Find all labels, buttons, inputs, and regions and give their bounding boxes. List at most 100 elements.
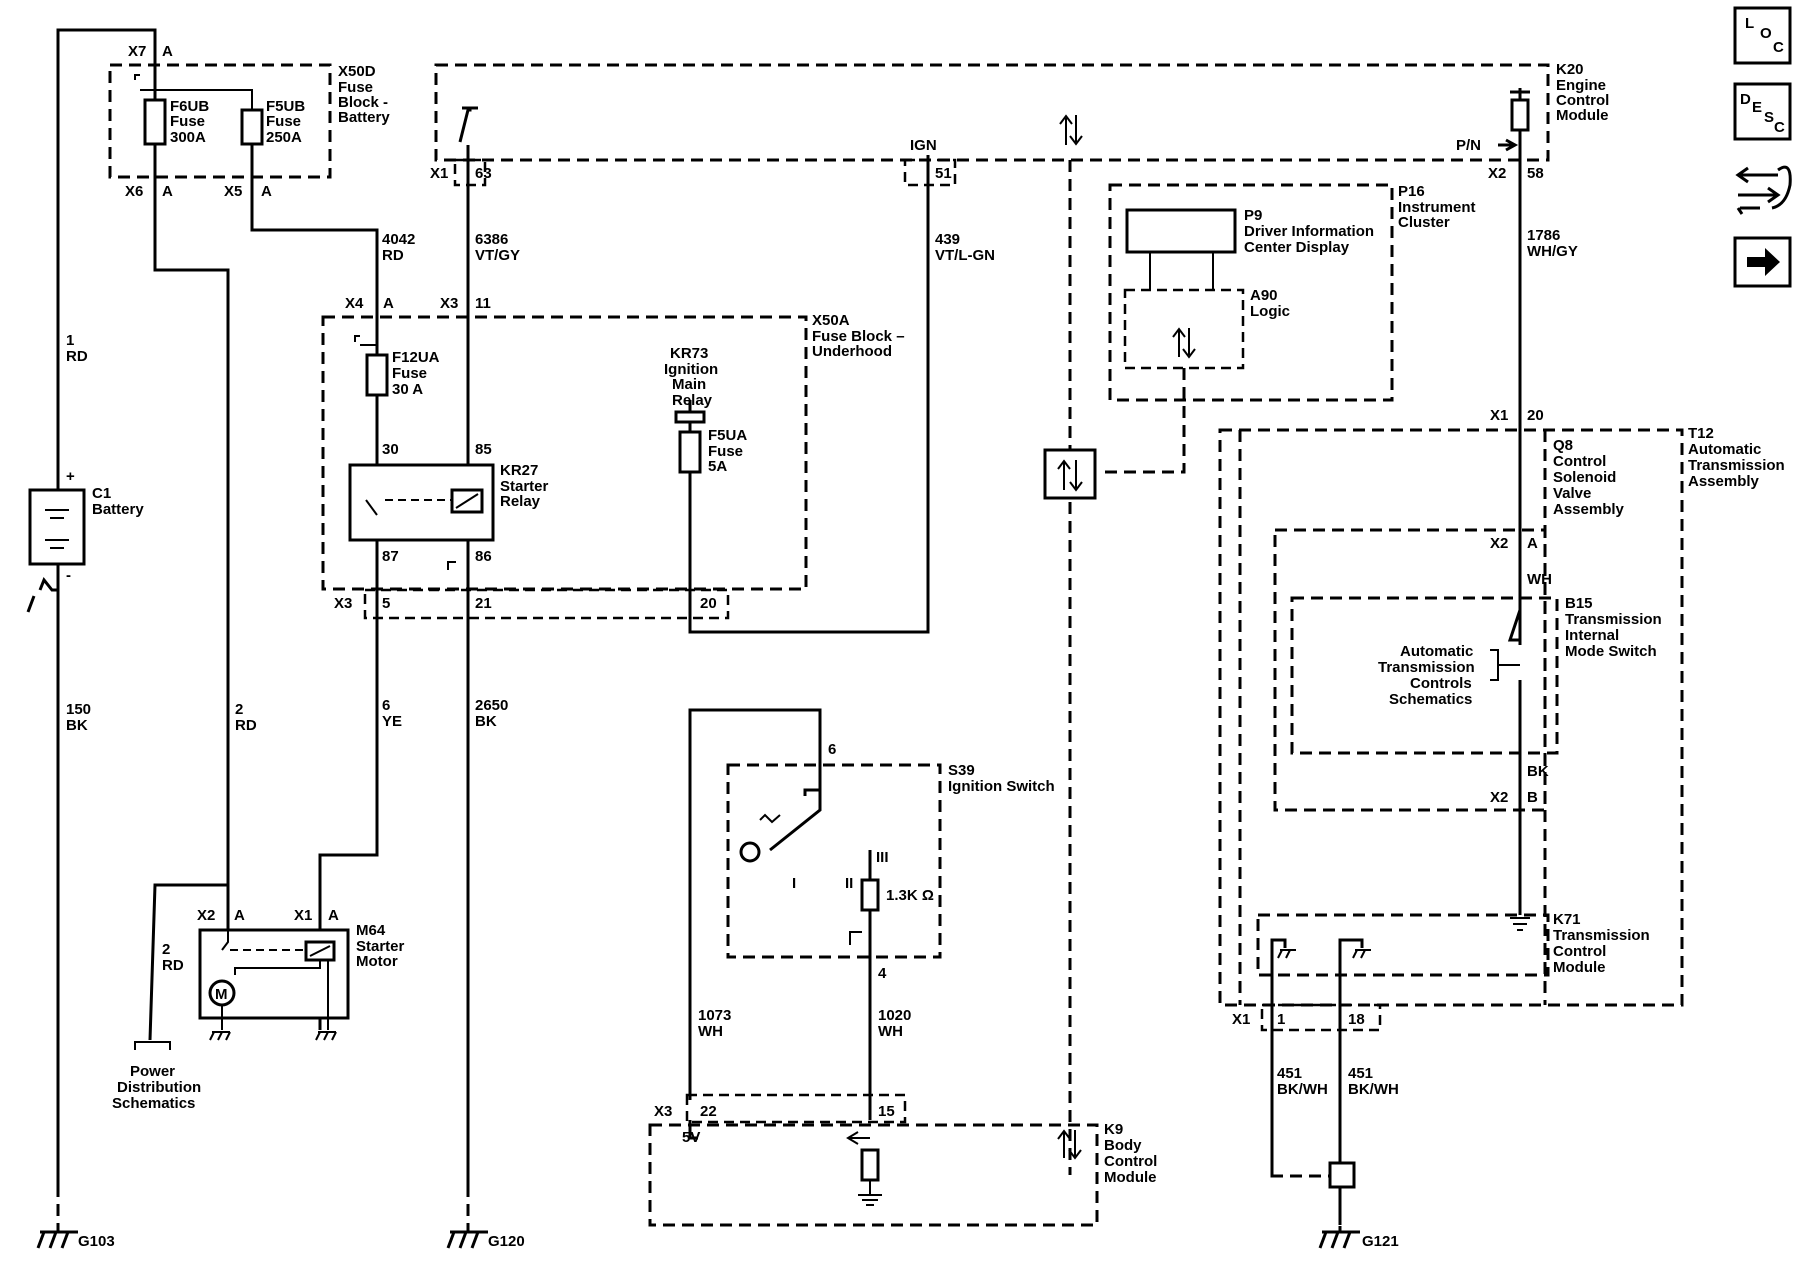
svg-text:O: O [1760, 25, 1772, 42]
svg-text:Automatic: Automatic [1400, 643, 1473, 660]
svg-text:K20: K20 [1556, 61, 1584, 78]
svg-text:4: 4 [878, 965, 887, 982]
svg-text:1020: 1020 [878, 1007, 911, 1024]
location-icon[interactable]: L O C [1733, 6, 1792, 65]
svg-text:Driver Information: Driver Information [1244, 223, 1374, 240]
serial-data-module-icon [1043, 448, 1097, 500]
svg-text:C: C [1773, 39, 1784, 56]
svg-text:C1: C1 [92, 485, 111, 502]
next-icon[interactable] [1733, 236, 1792, 288]
svg-text:VT/L-GN: VT/L-GN [935, 247, 995, 264]
svg-text:51: 51 [935, 165, 952, 182]
svg-text:1.3K Ω: 1.3K Ω [886, 887, 934, 904]
svg-text:2: 2 [235, 701, 243, 718]
ground-link-k71 [1270, 1174, 1330, 1178]
svg-text:A: A [162, 43, 173, 60]
svg-text:II: II [845, 875, 853, 892]
svg-text:X50A: X50A [812, 312, 850, 329]
b15-transmission-internal-mode-switch [1290, 596, 1559, 755]
svg-text:Transmission: Transmission [1553, 927, 1650, 944]
svg-text:87: 87 [382, 548, 399, 565]
fuse-bus [134, 74, 253, 110]
relay-kr27 [348, 463, 495, 542]
svg-text:WH: WH [698, 1023, 723, 1040]
svg-text:Engine: Engine [1556, 77, 1606, 94]
svg-text:Body: Body [1104, 1137, 1142, 1154]
svg-text:58: 58 [1527, 165, 1544, 182]
bidirectional-arrow-icon [1057, 114, 1196, 1160]
svg-text:WH: WH [878, 1023, 903, 1040]
svg-text:X2: X2 [1488, 165, 1506, 182]
p9-driver-info-display [1125, 208, 1237, 254]
svg-text:F12UA: F12UA [392, 349, 440, 366]
x50d-fuse-block-battery [108, 63, 332, 179]
svg-text:P16: P16 [1398, 183, 1425, 200]
svg-text:X1: X1 [1232, 1011, 1250, 1028]
svg-text:Control: Control [1104, 1153, 1157, 1170]
svg-text:30 A: 30 A [392, 381, 423, 398]
svg-text:K71: K71 [1553, 911, 1581, 928]
p16-instrument-cluster [1108, 183, 1394, 402]
pn-input-arrow [1498, 138, 1519, 152]
svg-text:Assembly: Assembly [1688, 473, 1760, 490]
svg-text:YE: YE [382, 713, 402, 730]
svg-text:1073: 1073 [698, 1007, 731, 1024]
svg-text:X2: X2 [1490, 789, 1508, 806]
svg-text:Block -: Block - [338, 94, 388, 111]
transmission-controls-ref-bracket [1490, 649, 1520, 681]
svg-text:T12: T12 [1688, 425, 1714, 442]
ignition-switch-key [739, 841, 761, 863]
svg-text:Transmission: Transmission [1378, 659, 1475, 676]
svg-text:KR27: KR27 [500, 462, 538, 479]
svg-text:Main: Main [672, 376, 706, 393]
svg-text:Schematics: Schematics [112, 1095, 195, 1112]
svg-text:Module: Module [1553, 959, 1606, 976]
svg-text:Module: Module [1556, 107, 1609, 124]
repair-icon[interactable] [1735, 165, 1792, 215]
svg-text:Assembly: Assembly [1553, 501, 1625, 518]
description-icon[interactable]: D E S C [1733, 82, 1792, 141]
k71-transmission-control-module [1256, 913, 1550, 977]
splice-pack-g121 [1328, 1161, 1356, 1189]
bcm-pulldown-resistor [860, 1148, 880, 1182]
svg-text:Instrument: Instrument [1398, 199, 1476, 216]
svg-text:Q8: Q8 [1553, 437, 1573, 454]
k20-engine-control-module [434, 63, 1550, 162]
svg-text:WH: WH [1527, 571, 1552, 588]
svg-text:Starter: Starter [500, 478, 549, 495]
s39-ignition-switch [726, 763, 942, 959]
svg-text:451: 451 [1348, 1065, 1373, 1082]
svg-text:RD: RD [235, 717, 257, 734]
svg-text:Transmission: Transmission [1565, 611, 1662, 628]
wire-1-rd [56, 28, 157, 1185]
svg-text:C: C [1774, 119, 1785, 136]
svg-text:6386: 6386 [475, 231, 508, 248]
svg-text:X4: X4 [345, 295, 364, 312]
svg-text:A: A [383, 295, 394, 312]
a90-logic [1123, 288, 1245, 370]
svg-text:150: 150 [66, 701, 91, 718]
svg-text:Power: Power [130, 1063, 175, 1080]
svg-text:Fuse: Fuse [266, 113, 301, 130]
svg-text:Cluster: Cluster [1398, 214, 1450, 231]
svg-text:+: + [66, 468, 75, 485]
svg-text:A: A [261, 183, 272, 200]
svg-text:X2: X2 [1490, 535, 1508, 552]
wire-2-rd-power-dist [148, 883, 228, 1041]
svg-text:Ignition: Ignition [664, 361, 718, 378]
svg-text:1: 1 [66, 332, 74, 349]
svg-text:III: III [876, 849, 889, 866]
svg-text:M64: M64 [356, 922, 386, 939]
svg-text:Controls: Controls [1410, 675, 1472, 692]
svg-text:20: 20 [1527, 407, 1544, 424]
svg-text:6: 6 [382, 697, 390, 714]
svg-text:RD: RD [66, 348, 88, 365]
svg-text:X3: X3 [440, 295, 458, 312]
svg-text:Relay: Relay [672, 392, 713, 409]
svg-text:WH/GY: WH/GY [1527, 243, 1578, 260]
svg-text:X2: X2 [197, 907, 215, 924]
svg-text:4042: 4042 [382, 231, 415, 248]
svg-text:BK: BK [1527, 763, 1549, 780]
svg-text:Valve: Valve [1553, 485, 1591, 502]
